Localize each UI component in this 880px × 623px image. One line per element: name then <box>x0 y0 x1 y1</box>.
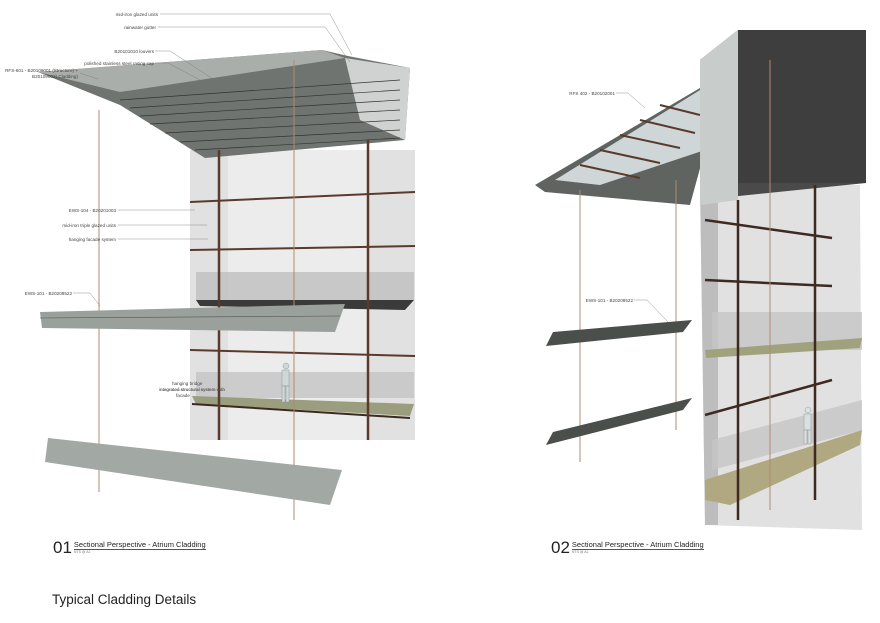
sheet-title: Typical Cladding Details <box>52 592 197 607</box>
caption-01: 01 Sectional Perspective - Atrium Claddi… <box>53 538 206 557</box>
human-figure <box>281 362 290 403</box>
label-bridge-line2: integrated structural system with <box>159 387 225 392</box>
gutter-box <box>345 58 410 140</box>
bridge-lower-rail <box>196 372 414 398</box>
label-ews104: EWS-104 - B20201003 <box>68 208 116 213</box>
label-rfs402: RFS 402 - B20102001 <box>569 91 615 96</box>
bridge-lower-deck <box>192 396 414 416</box>
gutter-box-face <box>738 30 866 183</box>
label-louvers: B20101010 louvers <box>114 49 154 54</box>
label-rainwater-gutter: rainwater gutter <box>124 25 156 30</box>
bridge-upper-deck <box>196 300 414 310</box>
hanging-cables <box>98 60 295 520</box>
caption-number: 02 <box>551 538 570 557</box>
bridge-upper-deck <box>705 338 862 358</box>
gutter-box-front <box>700 30 738 205</box>
bridge-lower-deck <box>705 430 862 505</box>
facade-transoms <box>189 191 416 357</box>
roof-top-surface <box>38 50 345 92</box>
label-ews101: EWS-101 - B20208522 <box>24 291 72 296</box>
ews101-panel-lower <box>45 438 342 505</box>
label-bridge-line1: hanging bridge <box>172 381 203 386</box>
bridge-lower-rail <box>712 400 862 470</box>
bridge-upper-rail <box>196 272 414 300</box>
label-bridge-line3: facade <box>176 393 190 398</box>
caption-02: 02 Sectional Perspective - Atrium Claddi… <box>551 538 704 557</box>
human-figure <box>803 406 812 445</box>
label-hanging-facade: hanging facade system <box>68 237 116 242</box>
leader-lines-01 <box>73 13 353 391</box>
leader-lines-02 <box>616 92 669 323</box>
caption-scale: NTS @ A1 <box>73 550 91 554</box>
drawing-01 <box>38 13 416 520</box>
label-glazed-units: mid-iron glazed units <box>115 12 158 17</box>
caption-number: 01 <box>53 538 72 557</box>
facade-mullions <box>736 185 817 520</box>
roof-louvers <box>119 79 401 151</box>
hanging-cables <box>579 60 771 510</box>
label-capping: polished stainless steel rasing cap <box>84 61 154 66</box>
facade-mullions <box>217 140 370 440</box>
drawing-02 <box>535 30 866 530</box>
label-rfs601-line2: B20109002) Cladding) <box>32 74 78 79</box>
caption-title: Sectional Perspective - Atrium Cladding <box>73 540 206 550</box>
ews101-panel-upper <box>40 304 345 332</box>
caption-scale: NTS @ A1 <box>571 550 589 554</box>
caption-title: Sectional Perspective - Atrium Cladding <box>571 540 704 550</box>
label-triple-glazed: mid-iron triple glazed units <box>62 223 116 228</box>
ews101-panel-upper <box>546 320 692 346</box>
label-ews101: EWS-101 - B20208522 <box>585 298 633 303</box>
skylight-frames <box>579 104 701 179</box>
ews101-panel-lower <box>546 398 692 445</box>
facade-transoms <box>704 218 833 417</box>
label-rfs601-line1: RFS-601 - B20109001 (Structure) + <box>5 68 78 73</box>
